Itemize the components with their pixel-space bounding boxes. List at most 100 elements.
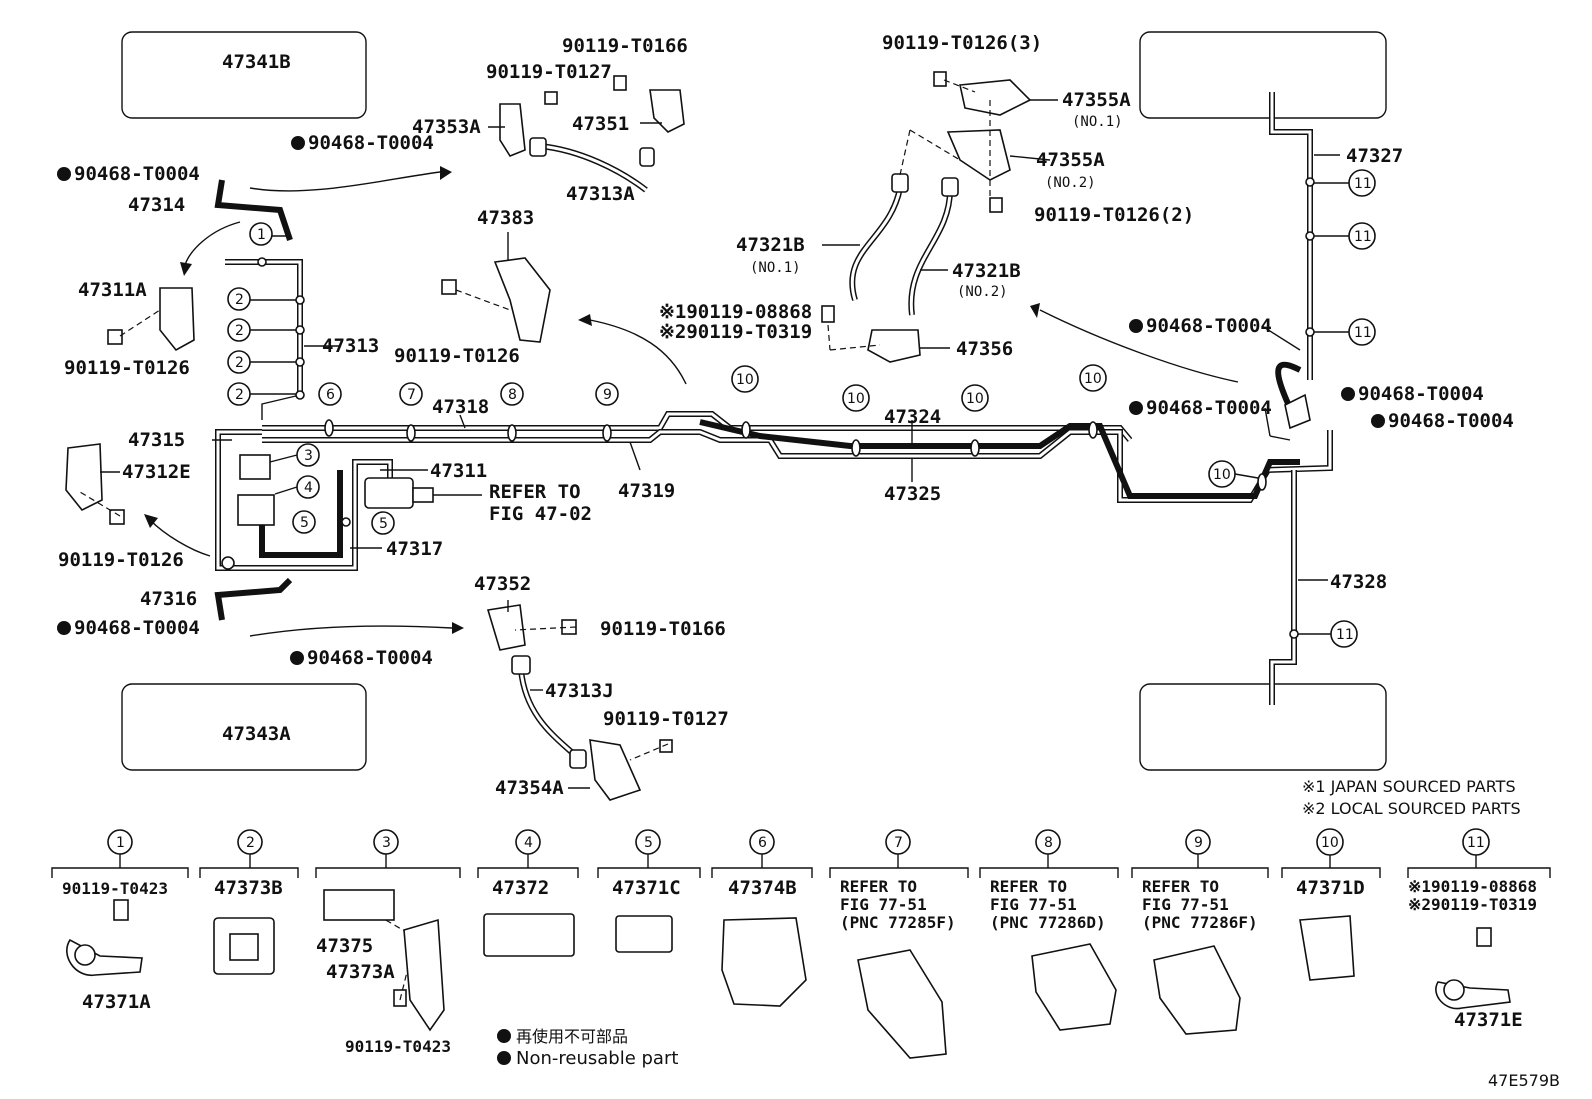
clamp9-l3: (PNC 77286F) xyxy=(1142,913,1258,932)
note-local-sourced: ※2 LOCAL SOURCED PARTS xyxy=(1302,799,1521,818)
label-90468-T0004-f: 90468-T0004 xyxy=(1358,383,1484,405)
pipe-bend xyxy=(221,556,235,570)
label-47317: 47317 xyxy=(386,538,443,560)
label-x2-T0319: ※290119-T0319 xyxy=(659,321,812,343)
clamp11-l1: ※190119-08868 xyxy=(1408,877,1537,896)
label-fig-47-02: FIG 47-02 xyxy=(489,503,592,525)
label-no1-a: (NO.1) xyxy=(1072,114,1123,130)
clamp-block-3 xyxy=(239,454,271,480)
box-top-right xyxy=(1139,31,1387,119)
label-47343A: 47343A xyxy=(222,723,291,745)
label-47313A: 47313A xyxy=(566,183,635,205)
svg-text:1: 1 xyxy=(116,835,125,851)
label-47355A-no2: 47355A xyxy=(1036,149,1105,171)
svg-text:6: 6 xyxy=(758,835,767,851)
label-47355A-no1: 47355A xyxy=(1062,89,1131,111)
svg-text:9: 9 xyxy=(1194,835,1203,851)
junction-stub xyxy=(412,487,434,503)
svg-text:11: 11 xyxy=(1336,627,1354,643)
label-47352: 47352 xyxy=(474,573,531,595)
label-47314: 47314 xyxy=(128,194,185,216)
legend-jp-note: 再使用不可部品 xyxy=(516,1027,628,1046)
legend-nonreusable: Non-reusable part xyxy=(516,1048,678,1069)
label-90468-T0004-a: 90468-T0004 xyxy=(308,132,434,154)
svg-text:11: 11 xyxy=(1354,229,1372,245)
svg-text:4: 4 xyxy=(524,835,533,851)
svg-text:2: 2 xyxy=(246,835,255,851)
clamp10-part: 47371D xyxy=(1296,877,1365,899)
label-47319: 47319 xyxy=(618,480,675,502)
clamp3-part: 47375 xyxy=(316,935,373,957)
svg-text:2: 2 xyxy=(235,387,244,403)
label-47311A: 47311A xyxy=(78,279,147,301)
label-90119-T0166-b: 90119-T0166 xyxy=(600,618,726,640)
clamp8-l1: REFER TO xyxy=(990,877,1067,896)
clamp9-l1: REFER TO xyxy=(1142,877,1219,896)
label-47315: 47315 xyxy=(128,429,185,451)
label-90119-T0126-3: 90119-T0126(3) xyxy=(882,32,1042,54)
label-47354A: 47354A xyxy=(495,777,564,799)
label-47383: 47383 xyxy=(477,207,534,229)
label-47325: 47325 xyxy=(884,483,941,505)
label-90119-T0166-a: 90119-T0166 xyxy=(562,35,688,57)
box-bottom-right xyxy=(1139,683,1387,771)
svg-text:7: 7 xyxy=(894,835,903,851)
distribution-block-47311 xyxy=(364,477,414,509)
label-47313: 47313 xyxy=(322,335,379,357)
svg-text:11: 11 xyxy=(1467,835,1485,851)
clamp2-part: 47373B xyxy=(214,877,283,899)
label-47327: 47327 xyxy=(1346,145,1403,167)
label-90119-T0126-c: 90119-T0126 xyxy=(394,345,520,367)
label-90119-T0127-b: 90119-T0127 xyxy=(603,708,729,730)
svg-text:1: 1 xyxy=(257,227,266,243)
box-top-left xyxy=(121,31,367,119)
svg-text:10: 10 xyxy=(1321,835,1339,851)
callout-connectors xyxy=(250,182,1349,635)
clamp11-sub: 47371E xyxy=(1454,1009,1523,1031)
label-47313J: 47313J xyxy=(545,680,614,702)
svg-text:9: 9 xyxy=(603,387,612,403)
label-47321B-no2: 47321B xyxy=(952,260,1021,282)
main-brake-lines xyxy=(214,92,1333,705)
label-47328: 47328 xyxy=(1330,571,1387,593)
svg-text:10: 10 xyxy=(847,391,865,407)
clamp-block-4 xyxy=(237,494,275,526)
svg-text:5: 5 xyxy=(644,835,653,851)
svg-text:10: 10 xyxy=(1213,467,1231,483)
leader-lines xyxy=(212,99,1340,789)
svg-text:2: 2 xyxy=(235,355,244,371)
label-90468-T0004-g: 90468-T0004 xyxy=(1146,397,1272,419)
clamp-table: 1 2 3 4 5 6 7 8 9 10 11 90119-T0423 4737… xyxy=(51,828,1551,1059)
svg-text:3: 3 xyxy=(382,835,391,851)
svg-text:2: 2 xyxy=(235,323,244,339)
label-47318: 47318 xyxy=(432,396,489,418)
label-47324: 47324 xyxy=(884,406,941,428)
svg-text:10: 10 xyxy=(966,391,984,407)
clamp8-l2: FIG 77-51 xyxy=(990,895,1077,914)
label-refer-to: REFER TO xyxy=(489,481,581,503)
label-x1-08868: ※190119-08868 xyxy=(659,301,812,323)
svg-text:8: 8 xyxy=(508,387,517,403)
label-47312E: 47312E xyxy=(122,461,191,483)
svg-text:5: 5 xyxy=(300,515,309,531)
arrows xyxy=(144,166,1239,637)
svg-text:8: 8 xyxy=(1044,835,1053,851)
label-90468-T0004-c: 90468-T0004 xyxy=(74,617,200,639)
svg-text:5: 5 xyxy=(379,516,388,532)
label-90468-T0004-h: 90468-T0004 xyxy=(1388,410,1514,432)
figure-id: 47E579B xyxy=(1488,1071,1560,1090)
clamp5-part: 47371C xyxy=(612,877,681,899)
clamp7-l2: FIG 77-51 xyxy=(840,895,927,914)
bolts xyxy=(107,71,1492,1007)
label-47356: 47356 xyxy=(956,338,1013,360)
clamp7-l1: REFER TO xyxy=(840,877,917,896)
label-47353A: 47353A xyxy=(412,116,481,138)
label-no1-b: (NO.1) xyxy=(750,260,801,276)
label-no2-b: (NO.2) xyxy=(957,284,1008,300)
label-90119-T0126-b: 90119-T0126 xyxy=(58,549,184,571)
svg-text:10: 10 xyxy=(1084,371,1102,387)
callout-circles-main: 1 2 2 2 2 3 4 5 5 6 7 8 9 10 10 10 10 10… xyxy=(227,169,1376,648)
clamp9-l2: FIG 77-51 xyxy=(1142,895,1229,914)
